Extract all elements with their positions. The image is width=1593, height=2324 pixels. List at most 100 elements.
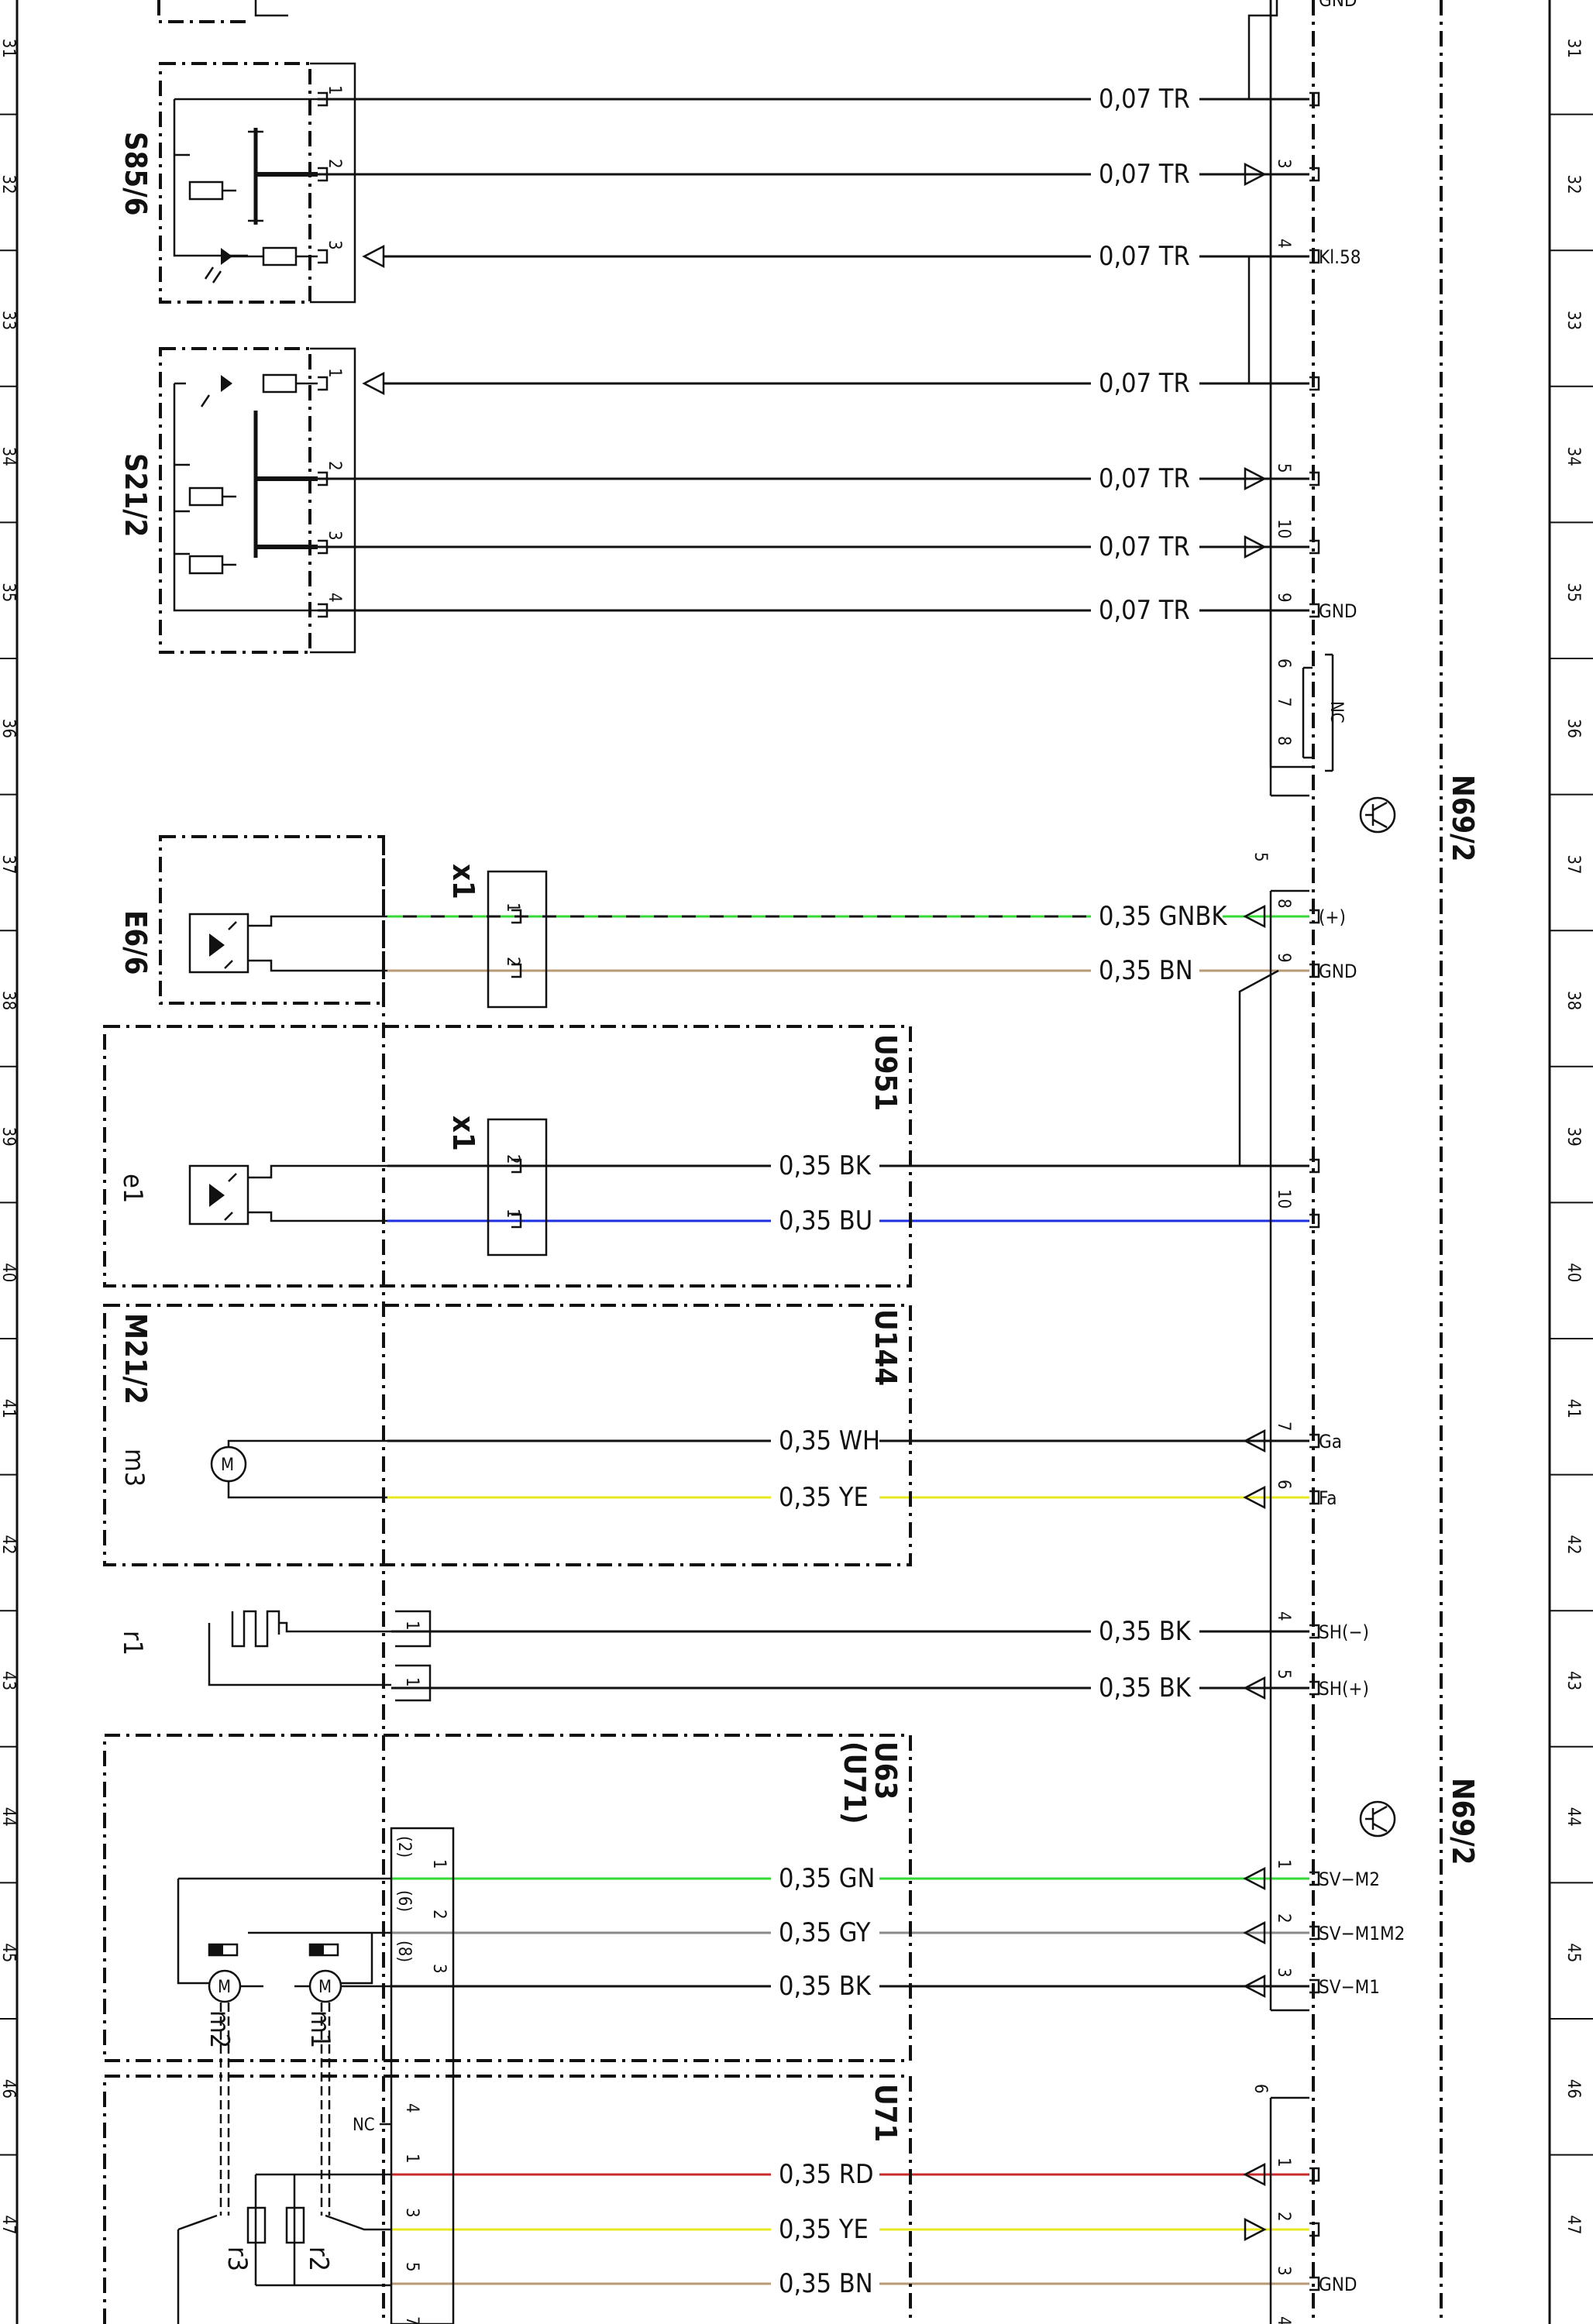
ruler-row-label: 46 <box>1564 2079 1583 2099</box>
pin-s21-4: 4 <box>325 593 344 603</box>
wire-terminal <box>1309 1490 1320 1505</box>
pin-n-10: 10 <box>1274 519 1293 538</box>
connector-right-6: 6 1 2 3 4 <box>1251 2084 1293 2324</box>
pin-u63-3: 3 <box>429 1964 449 1974</box>
arrow-icon <box>1244 535 1267 559</box>
ruler-row-label: 37 <box>1564 854 1583 874</box>
wire-label: 0,35 BK <box>1099 1673 1192 1703</box>
pin-s85-3: 3 <box>325 240 344 250</box>
ruler-row-label: 36 <box>1564 719 1583 738</box>
wire-terminal <box>1309 539 1320 555</box>
connector-right-5: 5 8 9 10 7 6 4 5 1 2 3 <box>1251 852 1293 1978</box>
label-u144: U144 <box>869 1309 903 1386</box>
component-u71: U71 NC 4 1 3 5 7 r3 r2 <box>103 2075 912 2324</box>
module-n69-2: N69/2 N69/2 <box>1359 775 1480 1865</box>
pin-c5-2: 2 <box>1274 1913 1293 1923</box>
label-m2: m2 <box>204 2010 235 2048</box>
wire-label: 0,35 YE <box>779 1482 869 1513</box>
label-s21-2: S21/2 <box>119 453 153 537</box>
wire-label: 0,35 GY <box>779 1917 871 1948</box>
pin-n-7: 7 <box>1274 697 1293 707</box>
pin-c5-5b: 5 <box>1274 1669 1293 1679</box>
pin-n-8: 8 <box>1274 736 1293 746</box>
ruler-row-label: 38 <box>0 991 18 1010</box>
ruler-row-label: 40 <box>1564 1263 1583 1282</box>
motor-m2-symbol: M <box>218 1978 231 1997</box>
pin-n-4: 4 <box>1274 239 1293 249</box>
ruler-row-label: 33 <box>1564 311 1583 330</box>
label-e1: e1 <box>117 1174 148 1203</box>
wire-label: 0,07 TR <box>1099 84 1190 115</box>
label-u951: U951 <box>869 1034 903 1111</box>
component-s21-2: S21/2 1 2 3 4 <box>119 347 385 654</box>
pin-c5-3: 3 <box>1274 1968 1293 1978</box>
motor-m1-symbol: M <box>318 1978 332 1997</box>
wire-label: 0,07 TR <box>1099 159 1190 190</box>
pin-u71-1: 1 <box>402 2154 421 2164</box>
signal-sv-m1: SV−M1 <box>1319 1976 1380 1998</box>
signal-ga: Ga <box>1319 1431 1342 1452</box>
cross-links <box>1209 0 1302 1167</box>
ruler-row-label: 31 <box>0 39 18 58</box>
wire-label: 0,35 GN <box>779 1863 875 1894</box>
transistor-icon <box>1359 796 1396 834</box>
ruler-row-label: 42 <box>0 1535 18 1554</box>
pin-c5-6: 6 <box>1274 1480 1293 1490</box>
pin-s21-3: 3 <box>325 531 344 541</box>
ruler-row-label: 45 <box>1564 1943 1583 1962</box>
pin-c5-10: 10 <box>1274 1189 1293 1208</box>
frame-top-partial <box>157 0 246 23</box>
ruler-row-label: 35 <box>1564 583 1583 602</box>
label-r1: r1 <box>117 1631 148 1655</box>
pin-r1-a: 1 <box>402 1621 421 1631</box>
pin-c5-8: 8 <box>1274 899 1293 909</box>
ruler-row-label: 34 <box>1564 447 1583 466</box>
pin-c5-9: 9 <box>1274 953 1293 963</box>
wire-terminal <box>1309 1680 1320 1696</box>
wire-label: 0,35 YE <box>779 2214 869 2245</box>
signal-gnd-1: GND <box>1319 600 1357 622</box>
label-m3: m3 <box>119 1449 150 1487</box>
wire-terminal <box>1309 909 1320 924</box>
ruler-row-label: 36 <box>0 719 18 738</box>
wire-terminal <box>1309 2167 1320 2182</box>
arrow-icon <box>1244 466 1267 491</box>
signal-sh-plus: SH(+) <box>1319 1678 1369 1700</box>
component-e6-6: E6/6 x1 1 2 <box>119 835 548 1009</box>
arrow-icon <box>1243 904 1266 929</box>
pin-c6: 6 <box>1251 2084 1270 2094</box>
arrow-icon <box>1243 1485 1266 1510</box>
label-u63: U63 <box>869 1741 903 1800</box>
pin-c6-3: 3 <box>1274 2266 1293 2276</box>
arrow-icon <box>1244 162 1267 187</box>
signal-kl58: Kl.58 <box>1319 246 1361 268</box>
pin-c6-1: 1 <box>1274 2157 1293 2168</box>
ruler-row-label: 45 <box>0 1943 18 1962</box>
frame-top-connector <box>254 0 288 17</box>
component-s85-6: S85/6 1 2 3 <box>119 62 385 304</box>
pin-s21-1: 1 <box>325 368 344 378</box>
ruler-row-label: 33 <box>0 311 18 330</box>
wire-label: 0,07 TR <box>1099 241 1190 272</box>
label-n69-2-b: N69/2 <box>1446 1778 1480 1865</box>
ruler-row-label: 37 <box>0 854 18 874</box>
pin-c6-4: 4 <box>1274 2316 1293 2324</box>
wire-terminal <box>1309 1925 1320 1941</box>
wire-terminal <box>1309 1978 1320 1994</box>
pin-n-5: 5 <box>1274 463 1293 473</box>
wire-terminal <box>1309 471 1320 486</box>
wire-terminal <box>1309 376 1320 391</box>
ruler-row-label: 40 <box>0 1263 18 1282</box>
wire-label: 0,35 BK <box>1099 1616 1192 1647</box>
pin-s85-2: 2 <box>325 159 344 169</box>
pin-c6-2: 2 <box>1274 2212 1293 2222</box>
label-x1-a: x1 <box>446 864 480 899</box>
pin-n-3: 3 <box>1274 159 1293 169</box>
wire-terminal <box>1309 1213 1320 1229</box>
signal-sv-m2: SV−M2 <box>1319 1868 1380 1890</box>
signal-plus: (+) <box>1319 906 1346 928</box>
label-x1-b: x1 <box>446 1116 480 1151</box>
pin-u63-1: 1 <box>429 1859 449 1869</box>
